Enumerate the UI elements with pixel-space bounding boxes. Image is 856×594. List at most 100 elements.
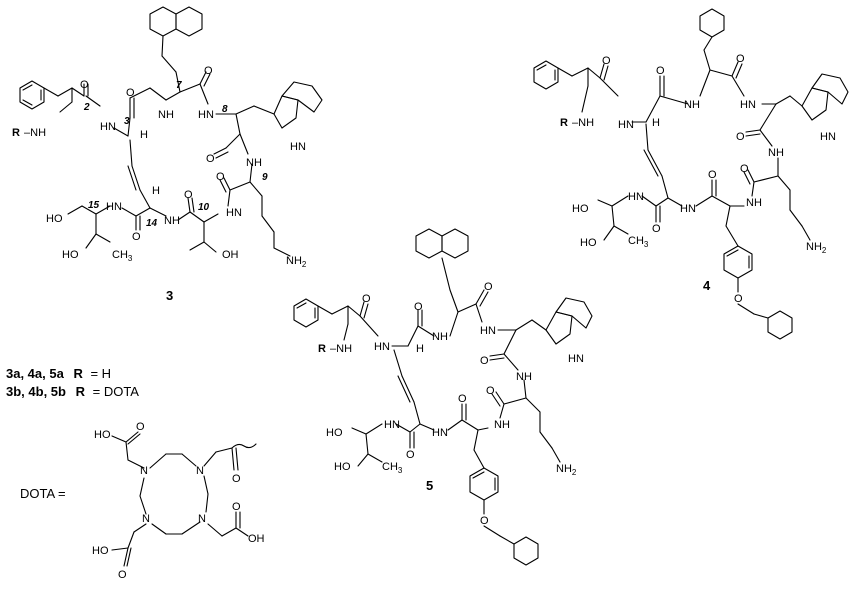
amide-label: HN xyxy=(106,201,122,213)
compound-4-structure xyxy=(533,8,849,340)
amine-label: –NH xyxy=(24,127,46,139)
hydroxyl-label: HO xyxy=(62,249,79,261)
amide-label: HN xyxy=(680,203,696,215)
position-7-label: 7 xyxy=(176,80,182,91)
amide-label: NH xyxy=(246,157,262,169)
amide-label: HN xyxy=(480,325,496,337)
amide-label: HN xyxy=(374,341,390,353)
carbonyl-o-label: O xyxy=(80,79,89,91)
amide-label: HN xyxy=(628,191,644,203)
dota-n-label: N xyxy=(198,513,206,525)
hydroxyl-label: HO xyxy=(572,203,589,215)
carbonyl-o-label: O xyxy=(484,281,493,293)
position-15-label: 15 xyxy=(88,200,100,211)
dota-hydroxyl-label: HO xyxy=(94,429,111,441)
dota-hydroxyl-label: HO xyxy=(92,545,109,557)
amide-label: NH xyxy=(684,99,700,111)
compound-3-labels: R –NH HN H NH HN HN NH HN OH NH2 NH H HN… xyxy=(12,65,307,303)
legend-line-1: 3a, 4a, 5a R = H xyxy=(6,366,111,381)
carbonyl-o-label: O xyxy=(736,53,745,65)
amine-label: –NH xyxy=(330,343,352,355)
dota-n-label: N xyxy=(140,465,148,477)
carbonyl-o-label: O xyxy=(740,163,749,175)
amide-label: NH xyxy=(164,215,180,227)
carbonyl-o-label: O xyxy=(132,231,141,243)
dota-carbonyl-o-label: O xyxy=(118,569,127,581)
hydroxyl-label: OH xyxy=(222,249,239,261)
alpha-h-label: H xyxy=(152,185,160,197)
r-group-legend: 3a, 4a, 5a R = H 3b, 4b, 5b R = DOTA xyxy=(6,366,139,399)
carbonyl-o-label: O xyxy=(414,301,423,313)
carbonyl-o-label: O xyxy=(126,87,135,99)
amide-label: HN xyxy=(618,119,634,131)
r-group-label: R xyxy=(318,343,326,355)
hydroxyl-label: HO xyxy=(334,461,351,473)
carbonyl-o-label: O xyxy=(708,169,717,181)
amide-label: HN xyxy=(384,419,400,431)
amine-terminal-label: NH2 xyxy=(556,463,577,477)
dota-n-label: N xyxy=(196,465,204,477)
compound-5-labels: R –NH HN H NH HN HN NH NH NH2 HN HN HO H… xyxy=(318,281,584,527)
alpha-h-label: H xyxy=(652,117,660,129)
carbonyl-o-label: O xyxy=(736,131,745,143)
amide-label: HN xyxy=(432,427,448,439)
dota-hydroxyl-label: OH xyxy=(248,533,265,545)
amine-label: –NH xyxy=(572,117,594,129)
position-3-label: 3 xyxy=(124,116,130,127)
hydroxyl-label: HO xyxy=(326,427,343,439)
carbonyl-o-label: O xyxy=(486,385,495,397)
amide-label: NH xyxy=(158,109,174,121)
legend-line-2: 3b, 4b, 5b R = DOTA xyxy=(6,384,139,399)
hydroxyl-label: HO xyxy=(46,213,63,225)
amide-label: HN xyxy=(226,207,242,219)
position-9-label: 9 xyxy=(262,172,268,183)
position-10-label: 10 xyxy=(198,202,210,213)
compound-5-structure xyxy=(293,228,593,566)
carbonyl-o-label: O xyxy=(656,65,665,77)
methyl-label: CH3 xyxy=(628,235,649,249)
amide-label: NH xyxy=(516,371,532,383)
compound-3-structure xyxy=(19,6,323,257)
position-8-label: 8 xyxy=(222,104,228,115)
ether-o-label: O xyxy=(734,293,743,305)
carbonyl-o-label: O xyxy=(652,223,661,235)
amine-terminal-label: NH2 xyxy=(806,241,827,255)
carbonyl-o-label: O xyxy=(480,355,489,367)
dota-carbonyl-o-label: O xyxy=(232,473,241,485)
amide-label: HN xyxy=(100,121,116,133)
dota-carbonyl-o-label: O xyxy=(232,501,241,513)
amide-label: NH xyxy=(746,197,762,209)
position-14-label: 14 xyxy=(146,218,158,229)
amide-label: NH xyxy=(494,419,510,431)
carbonyl-o-label: O xyxy=(362,293,371,305)
dota-label: DOTA = xyxy=(20,486,66,501)
carbonyl-o-label: O xyxy=(458,393,467,405)
compound-4-id: 4 xyxy=(703,278,711,293)
position-2-label: 2 xyxy=(83,102,90,113)
amide-label: HN xyxy=(740,99,756,111)
hydroxyl-label: HO xyxy=(580,237,597,249)
dota-structure: DOTA = xyxy=(20,431,257,567)
amide-label: NH xyxy=(432,331,448,343)
methyl-label: CH3 xyxy=(382,461,403,475)
carbonyl-o-label: O xyxy=(602,55,611,67)
ether-o-label: O xyxy=(480,515,489,527)
dota-n-label: N xyxy=(142,513,150,525)
carbonyl-o-label: O xyxy=(206,153,215,165)
dota-carbonyl-o-label: O xyxy=(136,421,145,433)
amide-label: NH xyxy=(768,147,784,159)
r-group-label: R xyxy=(560,117,568,129)
indole-nh-label: HN xyxy=(290,141,306,153)
alpha-h-label: H xyxy=(140,129,148,141)
carbonyl-o-label: O xyxy=(406,449,415,461)
carbonyl-o-label: O xyxy=(184,189,193,201)
alpha-h-label: H xyxy=(416,343,424,355)
methyl-label: CH3 xyxy=(112,249,133,263)
compound-5-id: 5 xyxy=(426,478,433,493)
carbonyl-o-label: O xyxy=(216,171,225,183)
amide-label: HN xyxy=(198,109,214,121)
compound-3-id: 3 xyxy=(166,288,173,303)
amine-terminal-label: NH2 xyxy=(286,255,307,269)
indole-nh-label: HN xyxy=(820,131,836,143)
